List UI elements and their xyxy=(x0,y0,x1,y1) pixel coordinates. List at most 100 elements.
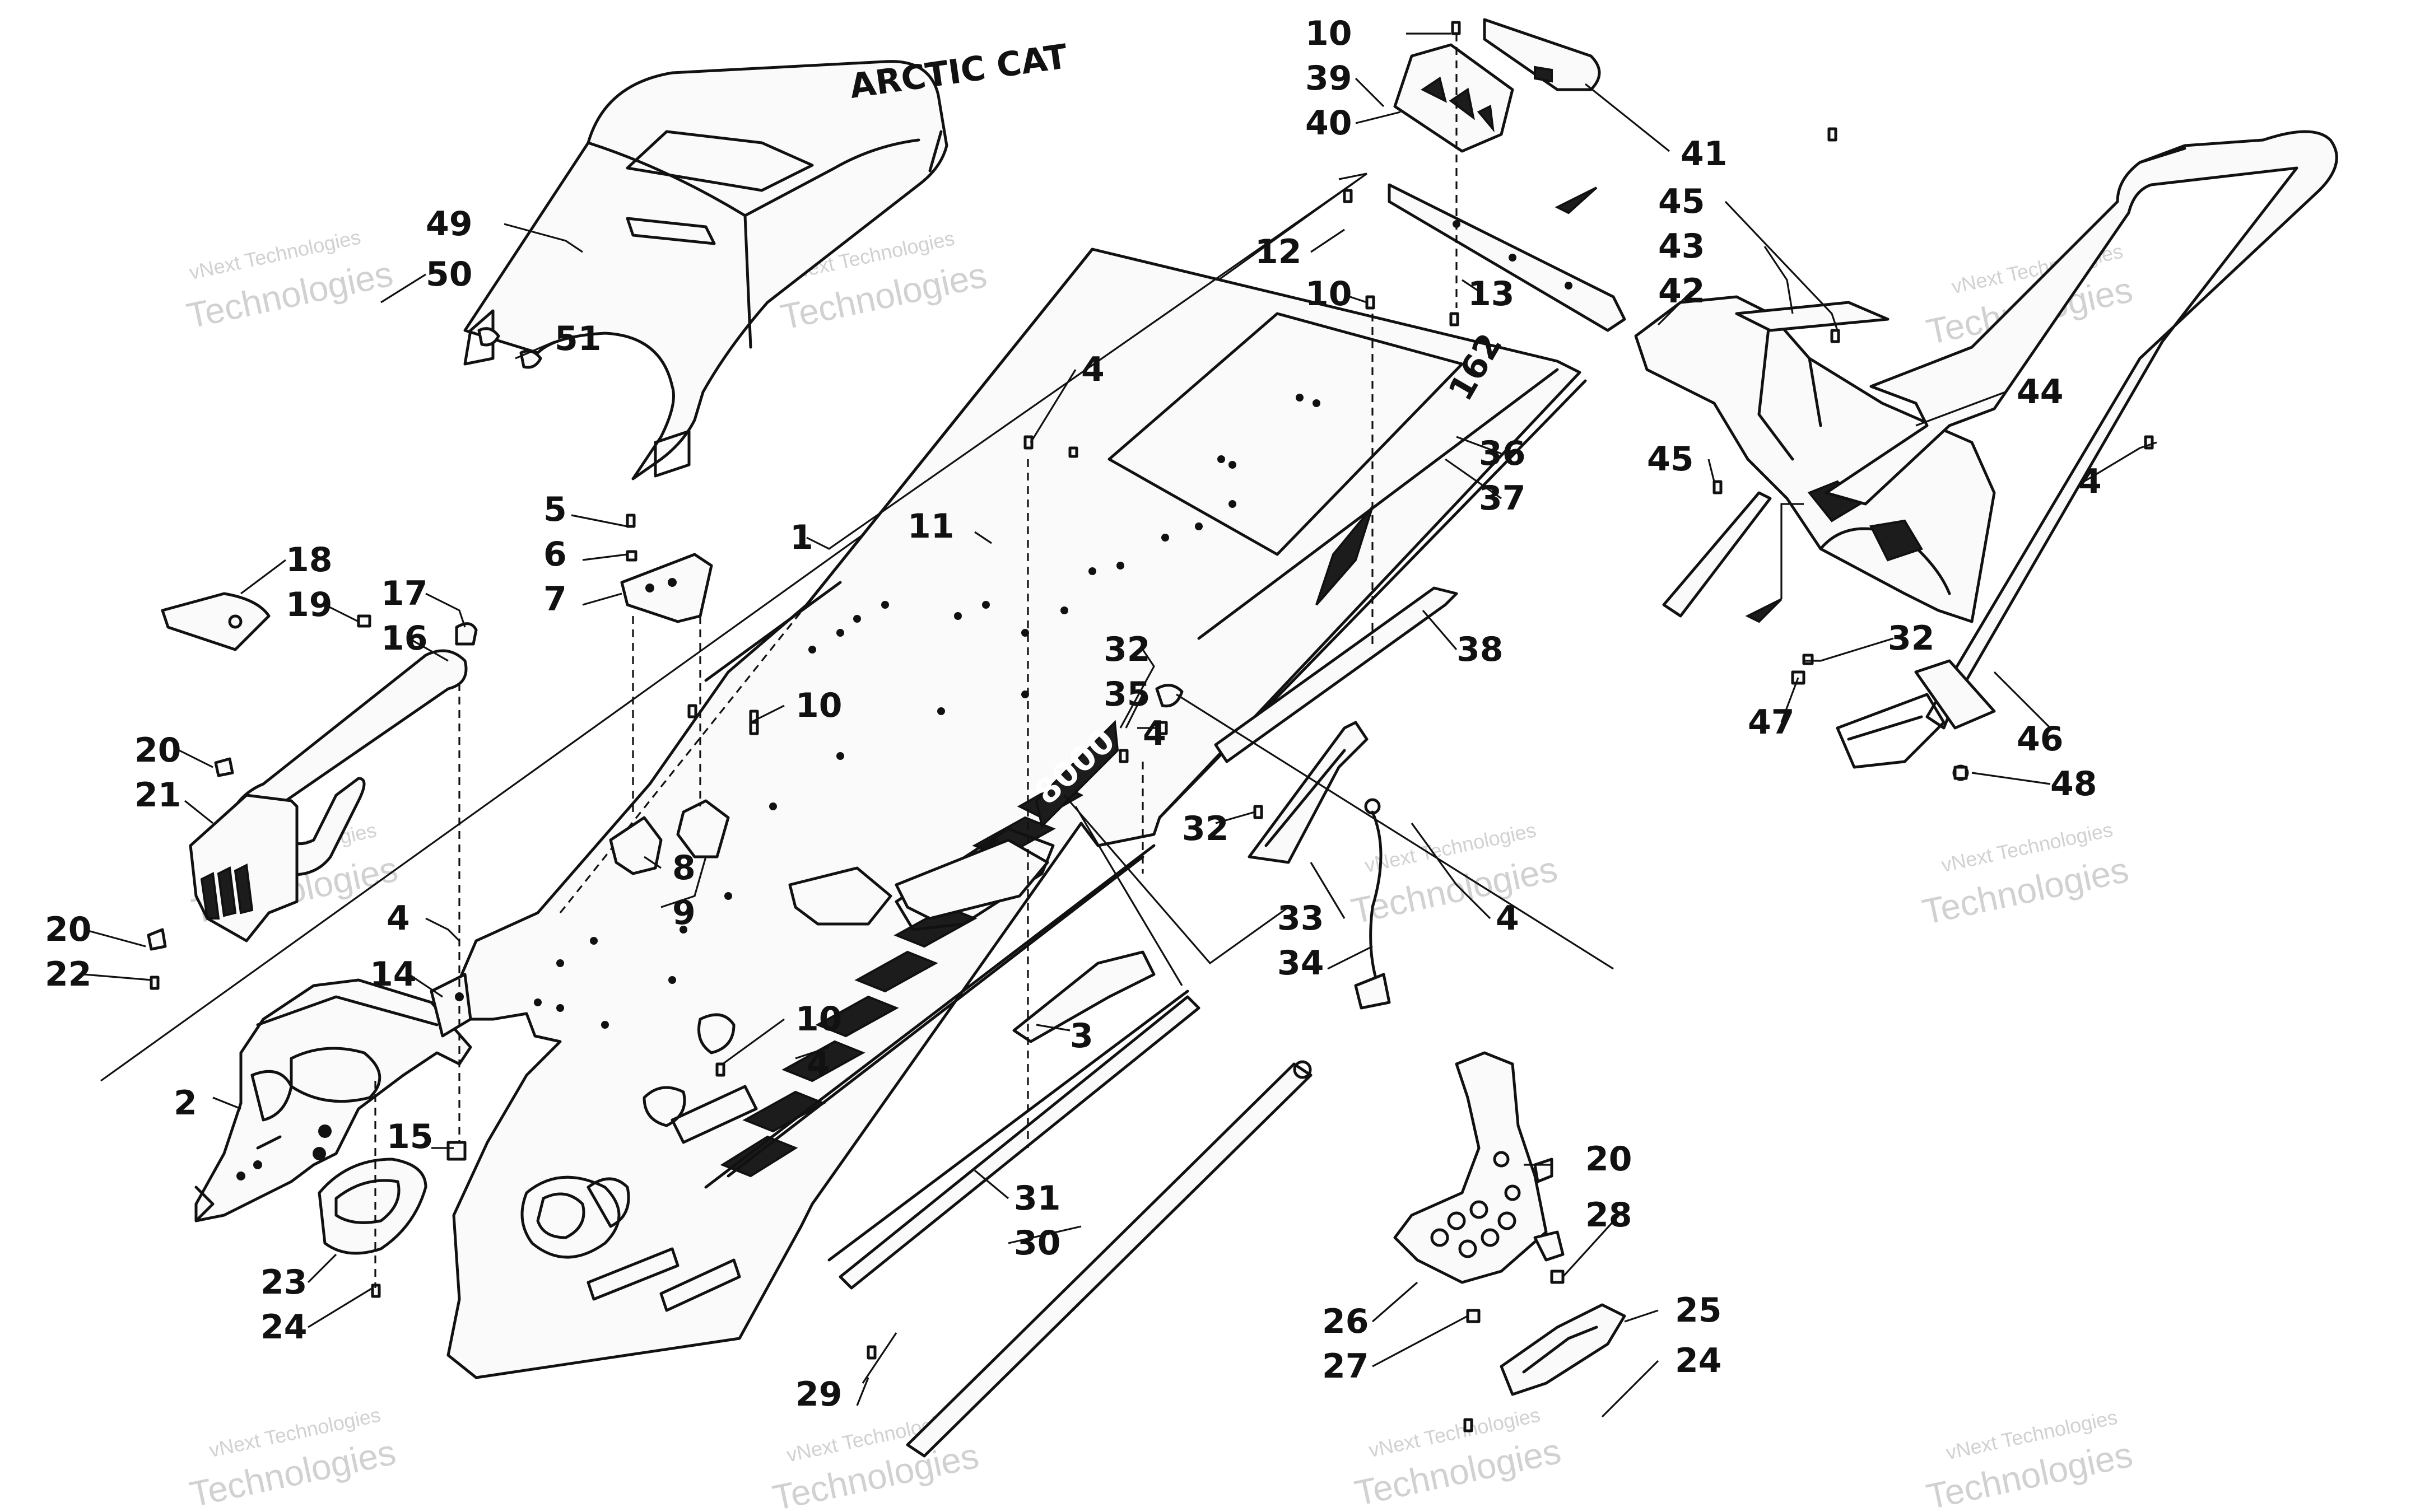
callout-20: 20 xyxy=(134,731,182,770)
mount-bracket[interactable] xyxy=(620,553,713,623)
bolt xyxy=(371,1284,381,1298)
bolt xyxy=(1158,721,1168,735)
callout-8: 8 xyxy=(672,848,696,888)
callout-9: 9 xyxy=(672,893,696,932)
side-trim[interactable] xyxy=(1012,950,1156,1043)
bolt xyxy=(1449,312,1459,326)
callout-27: 27 xyxy=(1322,1347,1369,1386)
callout-14: 14 xyxy=(370,955,417,994)
handle-cover[interactable] xyxy=(161,592,271,651)
bolt xyxy=(1365,295,1375,310)
handle-bracket[interactable] xyxy=(189,794,299,942)
callout-10: 10 xyxy=(1305,274,1352,314)
foot-plate[interactable] xyxy=(1500,1303,1626,1396)
callout-16: 16 xyxy=(381,619,428,658)
leader-lines xyxy=(83,32,2157,1418)
center-module[interactable] xyxy=(788,838,1049,926)
callout-48: 48 xyxy=(2050,764,2097,804)
bolt xyxy=(626,514,636,528)
callout-4: 4 xyxy=(2078,462,2102,501)
top-bracket[interactable] xyxy=(1388,183,1626,332)
bolt xyxy=(687,704,697,718)
bolt xyxy=(1068,446,1078,458)
arrow-icon xyxy=(1555,186,1598,214)
bracket-28[interactable] xyxy=(1533,1230,1565,1262)
washer xyxy=(519,349,542,369)
callout-31: 31 xyxy=(1014,1179,1061,1218)
seat-logo-text: ARCTIC CAT xyxy=(847,37,1070,106)
callout-4: 4 xyxy=(1143,714,1166,753)
nut xyxy=(446,1141,467,1161)
callout-38: 38 xyxy=(1456,630,1504,669)
callout-18: 18 xyxy=(286,540,333,580)
callout-10: 10 xyxy=(1305,14,1352,53)
bolt xyxy=(1802,654,1814,665)
callout-17: 17 xyxy=(381,574,428,613)
callout-40: 40 xyxy=(1305,104,1352,143)
mount-cover[interactable] xyxy=(1483,18,1601,91)
callout-30: 30 xyxy=(1014,1224,1061,1263)
watermark: vNext Technologies Technologies xyxy=(183,225,396,336)
flap-right[interactable] xyxy=(676,799,730,858)
strap[interactable] xyxy=(1354,798,1391,1010)
callout-20: 20 xyxy=(45,910,92,949)
runningboard-rail[interactable] xyxy=(827,990,1200,1290)
callout-51: 51 xyxy=(555,319,602,358)
callout-41: 41 xyxy=(1681,134,1728,174)
side-panel[interactable] xyxy=(1248,721,1369,864)
callouts: 1 2 3 4 4 4 4 4 4 5 6 7 8 9 10 10 10 10 … xyxy=(45,14,2102,1414)
callout-15: 15 xyxy=(387,1117,434,1156)
bolt xyxy=(626,550,637,562)
washer xyxy=(1155,684,1184,708)
callout-24: 24 xyxy=(1675,1341,1722,1380)
assembly-lines xyxy=(374,34,1458,1288)
callout-22: 22 xyxy=(45,955,92,994)
callout-25: 25 xyxy=(1675,1291,1722,1330)
bolt xyxy=(357,614,371,628)
reflector[interactable] xyxy=(1735,301,1890,332)
flap-strip[interactable] xyxy=(1662,491,1772,618)
nut xyxy=(455,622,478,646)
fasteners xyxy=(147,21,2154,1432)
bolt xyxy=(1023,435,1034,450)
callout-19: 19 xyxy=(286,585,333,624)
callout-13: 13 xyxy=(1468,274,1515,314)
callout-28: 28 xyxy=(1585,1196,1632,1235)
callout-44: 44 xyxy=(2017,372,2064,412)
bolt xyxy=(1827,127,1837,142)
callout-29: 29 xyxy=(795,1375,843,1414)
callout-21: 21 xyxy=(134,776,182,815)
callout-20: 20 xyxy=(1585,1140,1632,1179)
bolt xyxy=(867,1345,877,1360)
bolt xyxy=(1463,1418,1473,1432)
rear-bumper[interactable] xyxy=(1825,130,2338,730)
watermark: vNext Technologies Technologies xyxy=(186,1403,399,1512)
callout-43: 43 xyxy=(1658,227,1705,266)
nut xyxy=(1533,1158,1553,1183)
callout-33: 33 xyxy=(1277,899,1324,938)
bolt xyxy=(1119,749,1129,763)
rod[interactable] xyxy=(906,1060,1313,1458)
bolt xyxy=(1343,189,1353,203)
nut xyxy=(214,757,234,777)
callout-1: 1 xyxy=(790,518,813,557)
callout-37: 37 xyxy=(1479,479,1526,518)
bumper-cap[interactable] xyxy=(318,1158,427,1255)
bolt xyxy=(1830,329,1840,343)
rear-bumper-mount[interactable] xyxy=(1393,43,1514,153)
callout-2: 2 xyxy=(174,1084,197,1123)
callout-24: 24 xyxy=(260,1308,308,1347)
callout-12: 12 xyxy=(1255,232,1302,272)
right-rail[interactable] xyxy=(1214,586,1458,763)
callout-35: 35 xyxy=(1104,675,1151,714)
watermark: vNext Technologies Technologies xyxy=(1351,1403,1564,1512)
callout-23: 23 xyxy=(260,1263,308,1302)
footrest[interactable] xyxy=(1393,1051,1548,1284)
callout-10: 10 xyxy=(795,1000,843,1039)
callout-10: 10 xyxy=(795,686,843,725)
callout-32: 32 xyxy=(1104,630,1151,669)
callout-4: 4 xyxy=(387,899,410,938)
watermark: vNext Technologies Technologies xyxy=(1923,1406,2136,1512)
bolt xyxy=(1953,766,1968,780)
watermark: vNext Technologies Technologies xyxy=(1919,818,2132,932)
